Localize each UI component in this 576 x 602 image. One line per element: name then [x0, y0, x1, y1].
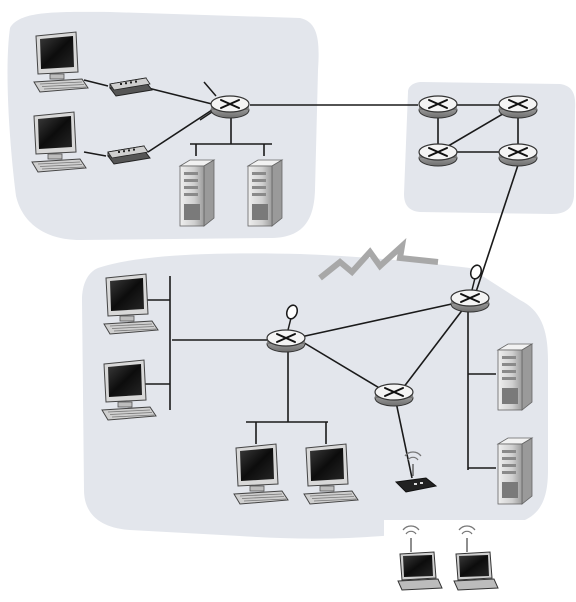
- server-icon: [246, 159, 284, 227]
- top-left-network-region: [7, 11, 319, 240]
- router-icon: [266, 304, 306, 353]
- link-desktop-modem-2: [83, 151, 107, 157]
- bottom-network-region: [82, 253, 548, 539]
- router-icon: [498, 143, 538, 167]
- router-icon: [418, 95, 458, 119]
- server-icon: [496, 343, 534, 411]
- modem-icon: [107, 145, 151, 165]
- desktop-computer-icon: [31, 111, 87, 173]
- network-links: [83, 79, 519, 479]
- link-desktop-modem-1: [83, 79, 109, 87]
- antenna-icon: [469, 264, 483, 291]
- modem-icon: [109, 77, 153, 97]
- desktop-computer-icon: [101, 359, 157, 421]
- desktop-computer-icon: [103, 273, 159, 335]
- desktop-computer-icon: [303, 443, 359, 505]
- server-icon: [496, 437, 534, 505]
- link-core-to-bottom: [475, 164, 519, 293]
- desktop-computer-icon: [33, 31, 89, 93]
- wireless-link-icon: [318, 237, 439, 281]
- router-icon: [210, 95, 250, 119]
- router-icon: [418, 143, 458, 167]
- desktop-computer-icon: [233, 443, 289, 505]
- laptop-icon: [453, 525, 499, 591]
- antenna-icon: [199, 81, 217, 121]
- router-icon: [450, 264, 490, 313]
- router-icon: [498, 95, 538, 119]
- server-icon: [178, 159, 216, 227]
- wireless-access-point-icon: [394, 451, 438, 493]
- router-icon: [374, 383, 414, 407]
- antenna-icon: [285, 304, 299, 331]
- link-modem1-router: [147, 87, 213, 105]
- laptop-icon: [397, 525, 443, 591]
- link-modem2-router: [147, 109, 213, 153]
